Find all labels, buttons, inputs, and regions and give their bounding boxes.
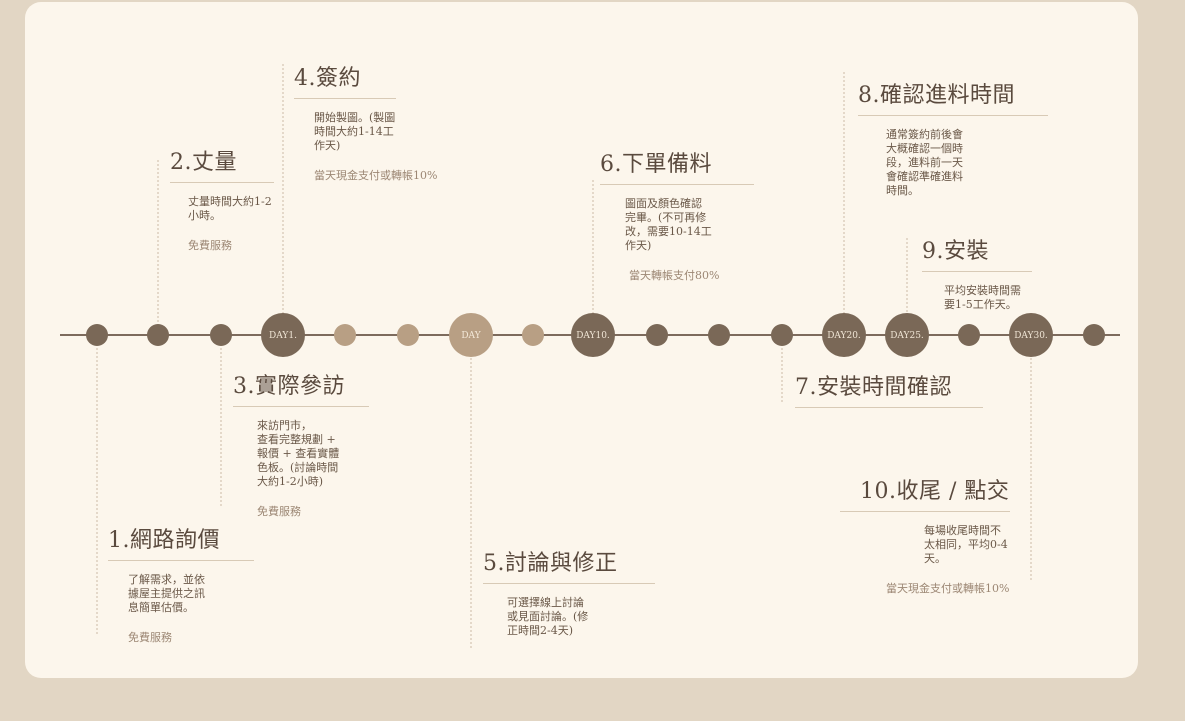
timeline-node-4 — [261, 313, 305, 357]
step-5-desc: 可選擇線上討論 或見面討論。(修 正時間2-4天) — [507, 596, 589, 637]
timeline-node-6 — [397, 324, 419, 346]
step-7-title: 7.安裝時間確認 — [795, 375, 952, 400]
timeline-node-12 — [771, 324, 793, 346]
timeline-node-14 — [885, 313, 929, 357]
timeline-node-17 — [1083, 324, 1105, 346]
timeline-node-5 — [334, 324, 356, 346]
timeline-node-3 — [210, 324, 232, 346]
step-3-title: 3.實際參訪 — [233, 374, 345, 399]
timeline-node-15 — [958, 324, 980, 346]
timeline-node-label: DAY30. — [1014, 331, 1048, 341]
step-6-rule — [600, 184, 754, 185]
timeline-node-11 — [708, 324, 730, 346]
step-6-desc: 圖面及顏色確認 完畢。(不可再修 改，需要10-14工 作天) — [625, 197, 712, 252]
step-10-desc: 每場收尾時間不 太相同，平均0-4 天。 — [924, 524, 1008, 565]
step-2-title: 2.丈量 — [170, 150, 237, 175]
step-5-rule — [483, 583, 655, 584]
step-9-rule — [922, 271, 1032, 272]
step-8: 8.確認進料時間 通常簽約前後會 大概確認一個時 段，進料前一天 會確認準確進料… — [858, 77, 1048, 198]
step-6: 6.下單備料 圖面及顏色確認 完畢。(不可再修 改，需要10-14工 作天) 當… — [600, 146, 754, 283]
step-3: 3.實際參訪 來訪門市， 查看完整規劃 + 報價 + 查看實體 色板。(討論時間… — [233, 368, 369, 519]
timeline-node-8 — [522, 324, 544, 346]
step-3-note: 免費服務 — [257, 505, 301, 518]
timeline-node-label: DAY1. — [269, 331, 297, 341]
step-2-desc: 丈量時間大約1-2 小時。 — [188, 195, 272, 222]
timeline-node-1 — [86, 324, 108, 346]
step-4-rule — [294, 98, 396, 99]
step-10-title: 10.收尾 / 點交 — [860, 479, 1010, 504]
step-10-note: 當天現金支付或轉帳10% — [886, 582, 1010, 595]
timeline-node-10 — [646, 324, 668, 346]
step-1-desc: 了解需求，並依 據屋主提供之訊 息簡單估價。 — [128, 573, 205, 614]
step-7-rule — [795, 407, 983, 408]
step-10: 10.收尾 / 點交 每場收尾時間不 太相同，平均0-4 天。 當天現金支付或轉… — [840, 473, 1010, 596]
step-4-title: 4.簽約 — [294, 66, 361, 91]
step-4-note: 當天現金支付或轉帳10% — [314, 169, 438, 182]
step-8-desc: 通常簽約前後會 大概確認一個時 段，進料前一天 會確認準確進料 時間。 — [886, 128, 963, 197]
step-1-rule — [108, 560, 254, 561]
timeline-node-label: DAY — [461, 331, 481, 341]
connectors — [96, 64, 1032, 650]
timeline-nodes: DAY1. DAY DAY10. DAY20. DAY25. DAY30. — [86, 313, 1105, 357]
step-4-desc: 開始製圖。(製圖 時間大約1-14工 作天) — [314, 111, 396, 152]
step-9-title: 9.安裝 — [922, 239, 989, 264]
timeline-node-2 — [147, 324, 169, 346]
timeline-node-9 — [571, 313, 615, 357]
timeline-node-13 — [822, 313, 866, 357]
step-2-note: 免費服務 — [188, 239, 232, 252]
step-2-rule — [170, 182, 274, 183]
step-6-title: 6.下單備料 — [600, 152, 712, 177]
step-1-note: 免費服務 — [128, 631, 172, 644]
step-7: 7.安裝時間確認 — [795, 369, 983, 408]
step-1: 1.網路詢價 了解需求，並依 據屋主提供之訊 息簡單估價。 免費服務 — [108, 522, 254, 645]
step-8-title: 8.確認進料時間 — [858, 83, 1015, 108]
step-5: 5.討論與修正 可選擇線上討論 或見面討論。(修 正時間2-4天) — [483, 545, 655, 638]
timeline-node-16 — [1009, 313, 1053, 357]
step-4: 4.簽約 開始製圖。(製圖 時間大約1-14工 作天) 當天現金支付或轉帳10% — [294, 60, 437, 183]
step-6-note: 當天轉帳支付80% — [629, 269, 720, 282]
step-2: 2.丈量 丈量時間大約1-2 小時。 免費服務 — [170, 144, 274, 253]
step-3-desc: 來訪門市， 查看完整規劃 + 報價 + 查看實體 色板。(討論時間 大約1-2小… — [257, 419, 340, 488]
timeline-node-label: DAY25. — [890, 331, 924, 341]
step-5-title: 5.討論與修正 — [483, 551, 618, 576]
step-8-rule — [858, 115, 1048, 116]
step-9-desc: 平均安裝時間需 要1-5工作天。 — [944, 284, 1021, 311]
timeline-node-label: DAY10. — [576, 331, 610, 341]
step-1-title: 1.網路詢價 — [108, 528, 220, 553]
timeline-node-label: DAY20. — [827, 331, 861, 341]
step-10-rule — [840, 511, 1010, 512]
step-9: 9.安裝 平均安裝時間需 要1-5工作天。 — [922, 233, 1032, 312]
step-3-rule — [233, 406, 369, 407]
timeline-node-7 — [449, 313, 493, 357]
